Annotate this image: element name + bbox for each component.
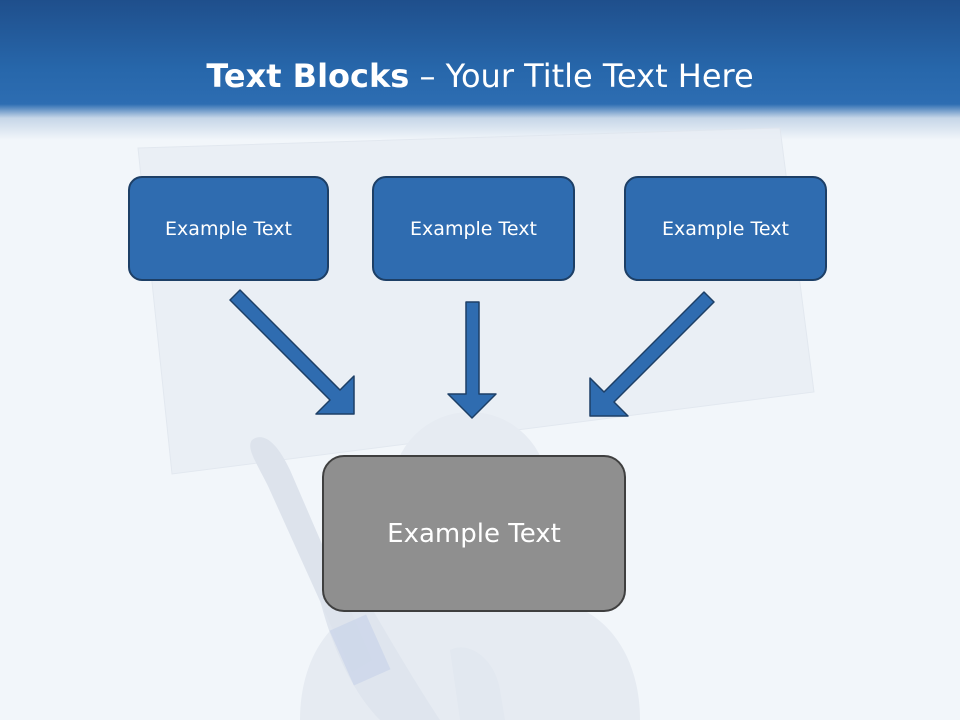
slide-title: Text Blocks – Your Title Text Here bbox=[0, 52, 960, 100]
text-block-3[interactable]: Example Text bbox=[624, 176, 827, 281]
title-bar bbox=[0, 0, 960, 140]
text-block-3-label: Example Text bbox=[662, 217, 789, 240]
figure-hand bbox=[450, 647, 505, 720]
text-block-2-label: Example Text bbox=[410, 217, 537, 240]
text-block-2[interactable]: Example Text bbox=[372, 176, 575, 281]
pen-band bbox=[329, 614, 391, 686]
center-text-block[interactable]: Example Text bbox=[322, 455, 626, 612]
text-block-1[interactable]: Example Text bbox=[128, 176, 329, 281]
text-block-1-label: Example Text bbox=[165, 217, 292, 240]
slide-title-rest: – Your Title Text Here bbox=[409, 57, 754, 95]
center-text-block-label: Example Text bbox=[387, 518, 561, 549]
pen-shape bbox=[250, 437, 372, 672]
slide-title-bold: Text Blocks bbox=[206, 57, 410, 95]
